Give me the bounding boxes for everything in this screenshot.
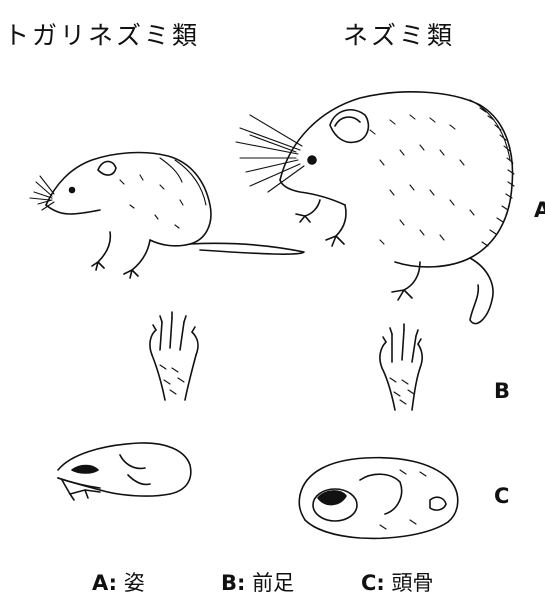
- legend-key: B:: [221, 571, 245, 595]
- legend-text: 姿: [124, 571, 145, 595]
- legend-key: A:: [92, 571, 117, 595]
- legend-item-c: C: 頭骨: [361, 567, 434, 597]
- row-label-b: B: [494, 379, 510, 403]
- legend-text: 頭骨: [392, 571, 434, 595]
- mouse-forefoot-illustration: [380, 324, 422, 410]
- shrew-forefoot-illustration: [150, 312, 198, 400]
- shrew-body-illustration: [30, 153, 304, 278]
- legend-item-b: B: 前足: [221, 567, 294, 597]
- mouse-body-illustration: [236, 92, 514, 324]
- mouse-skull-illustration: [299, 458, 458, 539]
- legend-text: 前足: [252, 571, 294, 595]
- row-label-c: C: [494, 484, 509, 508]
- row-label-a: A: [534, 198, 545, 222]
- shrew-skull-illustration: [58, 443, 191, 500]
- legend-key: C:: [361, 571, 385, 595]
- legend-item-a: A: 姿: [92, 567, 145, 597]
